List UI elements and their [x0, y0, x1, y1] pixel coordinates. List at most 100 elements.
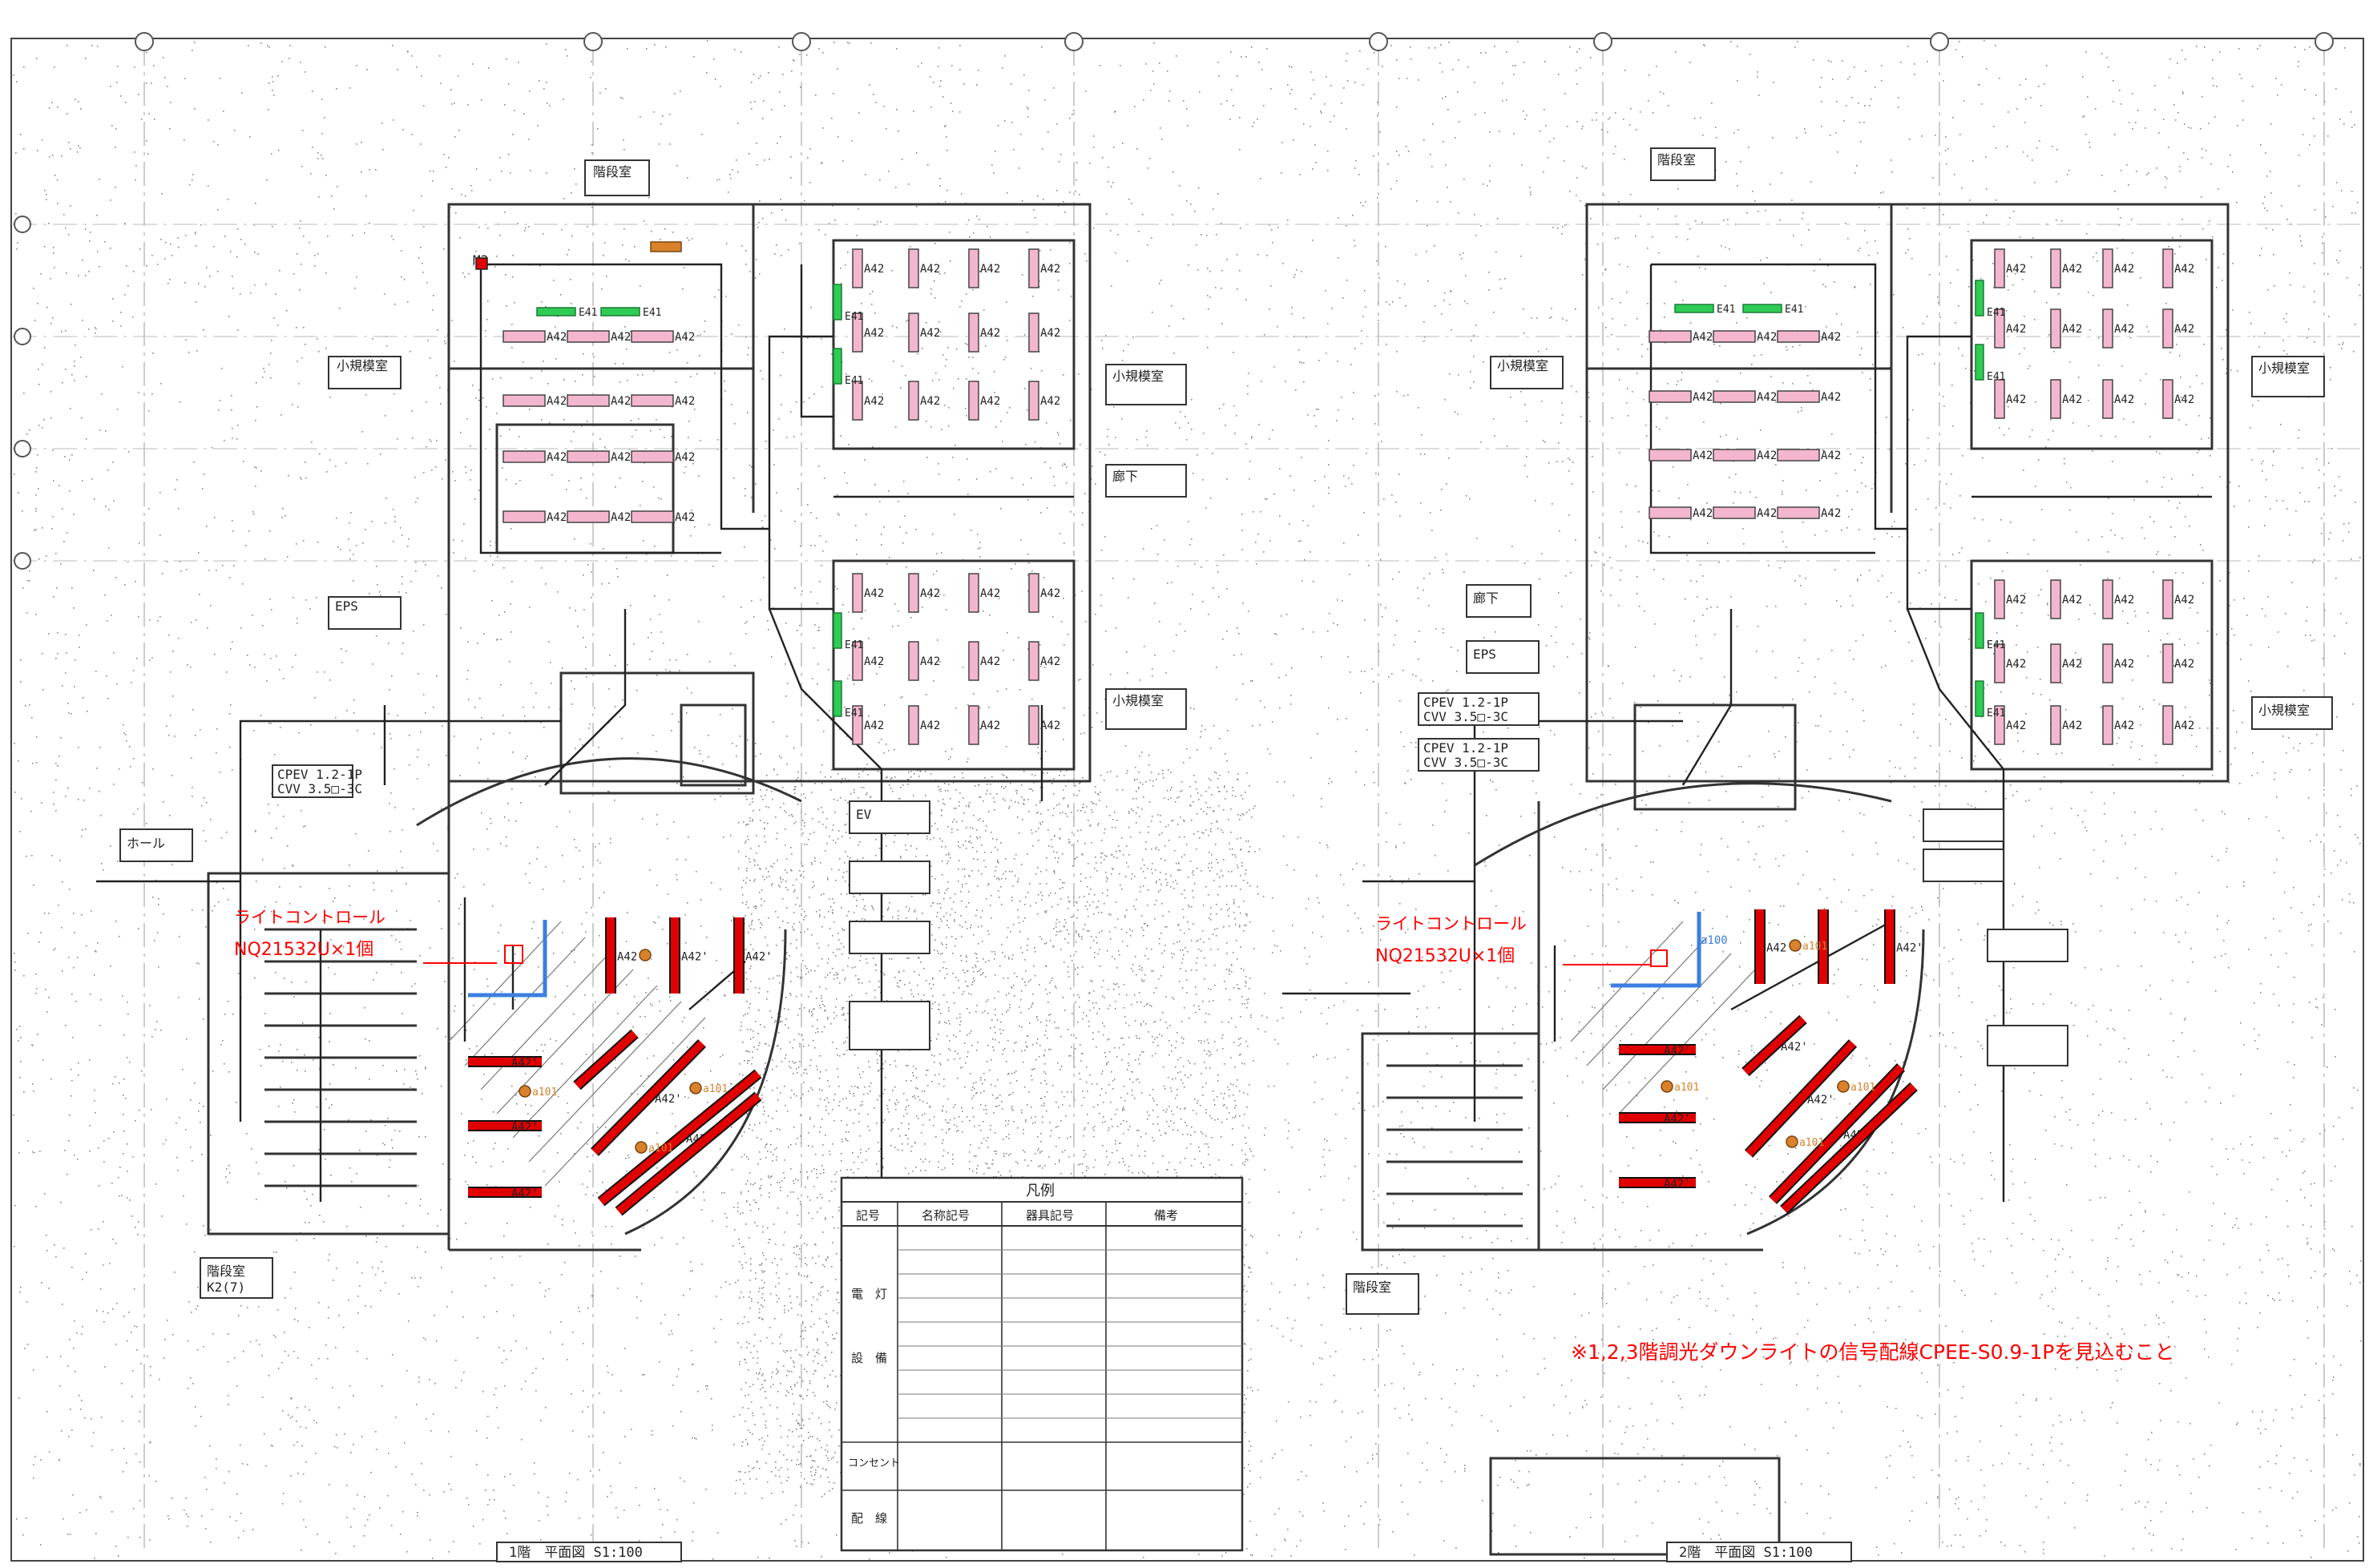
floor2-fixture-a42-label: A42	[1821, 449, 1841, 462]
floor1-downlight	[635, 1141, 648, 1154]
floor1-fixture-a42-label: A42	[611, 511, 631, 524]
floor1-fixture-a42-vertical	[1028, 381, 1039, 421]
floor1-light-control-model: NQ21532U×1個	[234, 940, 373, 960]
floor2-fixture-a42-vertical-label: A42	[2006, 263, 2026, 276]
floor2-fixture-a42-vertical	[1994, 579, 2005, 619]
legend-header-name: 名称記号	[922, 1208, 970, 1223]
floor2-fixture-a42-label: A42	[1757, 331, 1777, 344]
floor2-tag-texts: 階段室 小規模室 小規模室 廊下 EPS CPEV 1.2-1P CVV 3.5…	[1353, 152, 2310, 1295]
floor2-tag-cable4: CVV 3.5□-3C	[1423, 755, 1508, 770]
floor2-tag-cable2: CVV 3.5□-3C	[1423, 709, 1508, 724]
floor2-fixture-a42-vertical	[1994, 705, 2005, 745]
floor2-fixture-a42-vertical-label: A42	[2114, 658, 2134, 671]
floor2-fixture-red	[1781, 1083, 1917, 1213]
floor2-tag-corridor: 廊下	[1473, 591, 1499, 606]
floor2-fixture-a42	[1777, 330, 1820, 343]
floor1-plan: 階段室 小規模室 小規模室 廊下 小規模室 EPS CPEV 1.2-1P CV…	[96, 159, 1244, 1562]
floor1-fixture-a42-vertical-label: A42	[920, 395, 940, 408]
floor1-fixture-a42-vertical-label: A42	[1040, 587, 1060, 600]
floor2-fixture-a42-vertical	[2102, 379, 2113, 419]
floor1-fixture-a42-vertical-label: A42	[980, 587, 1000, 600]
floor2-fixture-a42-vertical-label: A42	[2174, 594, 2194, 607]
floor2-fixture-red-label: A42'	[1664, 1178, 1691, 1191]
grid-bubble	[2314, 32, 2334, 51]
floor1-exit-sign	[600, 307, 640, 316]
floor1-tag-cable2: CVV 3.5□-3C	[277, 781, 362, 796]
floor1-exit-sign-label: E41	[845, 375, 863, 387]
floor2-fixture-red-label: A42'	[1766, 942, 1794, 955]
floor1-fixture-a42-vertical-label: A42	[1040, 263, 1060, 276]
floor1-fixture-a42-vertical	[852, 641, 863, 681]
floor1-exit-sign	[833, 680, 842, 717]
floor2-fixture-a42-vertical	[2050, 248, 2061, 288]
floor2-fixture-a42-vertical-label: A42	[2062, 720, 2082, 732]
floor2-fixture-a42-vertical-label: A42	[2114, 594, 2134, 607]
floor2-title-box	[1666, 1542, 1852, 1562]
floor2-fixture-a42-vertical	[2102, 248, 2113, 288]
floor2-fixture-a42-vertical	[1994, 248, 2005, 288]
floor1-exit-sign	[536, 307, 576, 316]
floor1-title: 1階 平面図 S1:100	[509, 1545, 643, 1561]
floor1-legend-table: 凡例 記号 名称記号 器具記号 備考 電 灯 設 備 コンセント 配 線	[840, 1176, 1244, 1552]
floor2-fixture-a42-vertical-label: A42	[2062, 594, 2082, 607]
floor1-exit-sign-label: E41	[643, 307, 661, 319]
floor1-fixture-a42-label: A42	[547, 331, 567, 344]
floor2-fixture-a42-vertical-label: A42	[2006, 393, 2026, 406]
floor2-fixture-a42-label: A42	[1821, 507, 1841, 520]
floor1-orange-fixture	[650, 241, 682, 252]
floor2-downlight	[1837, 1080, 1850, 1093]
floor1-fixture-a42	[567, 450, 610, 463]
floor1-fixture-a42-label: A42	[611, 331, 631, 344]
grid-bubble	[135, 32, 154, 51]
floor1-fixture-a42-vertical-label: A42	[920, 720, 940, 732]
floor1-fixture-a42-vertical-label: A42	[1040, 395, 1060, 408]
floor1-fixture-a42-vertical	[852, 705, 863, 745]
floor1-wiring	[96, 263, 1074, 1202]
floor1-exit-sign-label: E41	[845, 707, 863, 720]
floor1-exit-sign-label: E41	[845, 639, 863, 651]
floor1-fixture-a42-vertical	[1028, 641, 1039, 681]
floor2-fixture-red-label: A42'	[1664, 1045, 1691, 1058]
floor1-tag-stair: 階段室	[593, 164, 632, 179]
floor1-fixture-a42-label: A42	[547, 395, 567, 408]
floor2-control-switch	[1650, 949, 1668, 967]
floor1-fixture-a42-vertical-label: A42	[864, 395, 884, 408]
floor2-fixture-a42-vertical	[1994, 379, 2005, 419]
floor1-control-wire-blue	[468, 920, 547, 998]
floor1-fixture-a42	[567, 510, 610, 523]
floor1-downlight-label: a101	[532, 1086, 557, 1098]
floor2-fixture-a42-vertical	[2050, 579, 2061, 619]
floor1-tag-panel: 小規模室	[337, 358, 388, 373]
floor2-fixture-a42	[1713, 449, 1756, 462]
floor2-fixture-a42-label: A42	[1693, 449, 1713, 462]
legend-row-outlet: コンセント	[848, 1457, 900, 1469]
floor1-fixture-red	[574, 1030, 638, 1089]
floor2-exit-sign	[1975, 612, 1984, 649]
floor2-fixture-a42-vertical-label: A42	[2174, 323, 2194, 336]
floor1-tag-texts: 階段室 小規模室 小規模室 廊下 小規模室 EPS CPEV 1.2-1P CV…	[127, 164, 1164, 1295]
floor2-tag-stair: 階段室	[1657, 152, 1696, 167]
floor1-fixture-a42-vertical	[908, 312, 919, 353]
floor2-downlight-label: a101	[1799, 1137, 1824, 1149]
floor1-title-box	[496, 1542, 682, 1562]
floor1-fixture-a42-vertical-label: A42	[1040, 720, 1060, 732]
floor2-fixture-a42-vertical-label: A42	[2062, 658, 2082, 671]
floor2-exit-sign-label: E41	[1987, 307, 2005, 319]
floor2-fixture-a42	[1649, 330, 1692, 343]
floor2-fixture-a42-vertical	[2050, 643, 2061, 683]
floor2-fixture-a42-vertical	[2102, 308, 2113, 349]
floor1-exit-sign	[833, 348, 842, 385]
floor2-fixture-a42-label: A42	[1821, 391, 1841, 404]
floor1-fixture-a42-vertical	[908, 705, 919, 745]
floor1-fixture-a42	[631, 330, 674, 343]
floor1-fixture-a42-label: A42	[675, 395, 695, 408]
floor2-fixture-a42-vertical	[2162, 248, 2173, 288]
grid-bubble	[1064, 32, 1084, 51]
floor2-fixture-a42-vertical-label: A42	[2174, 720, 2194, 732]
floor1-fixture-a42	[567, 330, 610, 343]
floor1-fixture-a42-vertical-label: A42	[864, 327, 884, 340]
floor2-fixture-a42-vertical-label: A42	[2006, 658, 2026, 671]
floor2-exit-sign-label: E41	[1785, 304, 1803, 316]
floor2-fixture-red-label: A42'	[1807, 1094, 1834, 1106]
floor2-fixture-a42-vertical	[2162, 379, 2173, 419]
